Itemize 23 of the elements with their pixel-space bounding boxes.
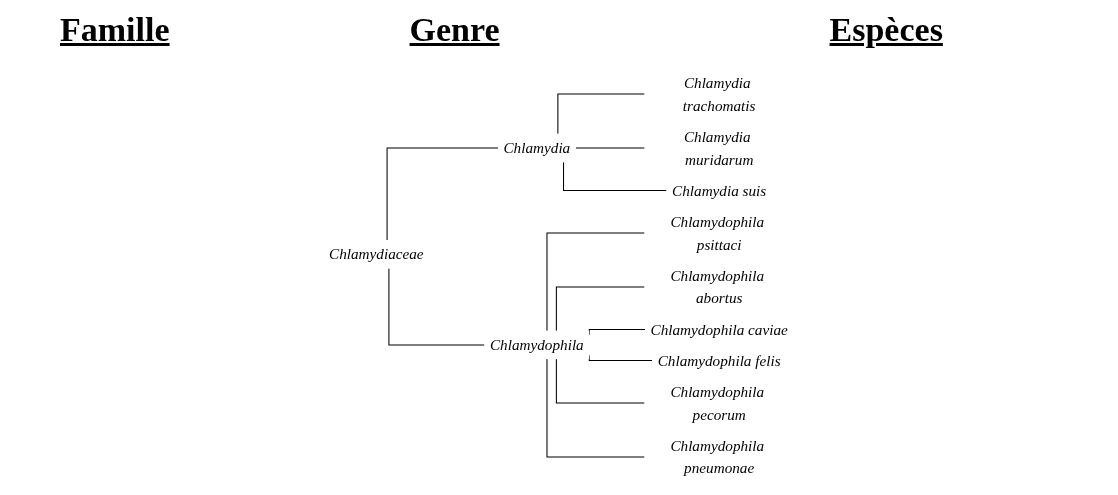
node-text: Chlamydia suis [672,181,767,199]
connector [556,285,646,331]
connector [546,232,646,331]
node-text: Chlamydophila caviae [650,320,789,338]
connector [557,93,646,134]
node-text: Chlamydiaceae [329,245,424,263]
node-text: Chlamydia muridarum [684,127,754,168]
connector [386,147,499,241]
node-text: Chlamydophila pecorum [670,382,765,423]
column-heading: Genre [409,11,500,49]
node-text: Chlamydophila felis [658,351,781,369]
column-heading: Famille [60,11,170,49]
connector [388,267,486,345]
node-text: Chlamydophila psittaci [670,212,765,253]
connector [563,161,668,191]
node-text: Chlamydia trachomatis [683,73,756,114]
connector [546,358,646,457]
node-text: Chlamydia [503,138,571,157]
node-text: Chlamydophila abortus [670,266,765,307]
node-text: Chlamydophila pneumonae [670,436,765,477]
node-text: Chlamydophila [490,335,585,354]
connector [556,358,646,403]
column-heading: Espèces [829,11,943,49]
